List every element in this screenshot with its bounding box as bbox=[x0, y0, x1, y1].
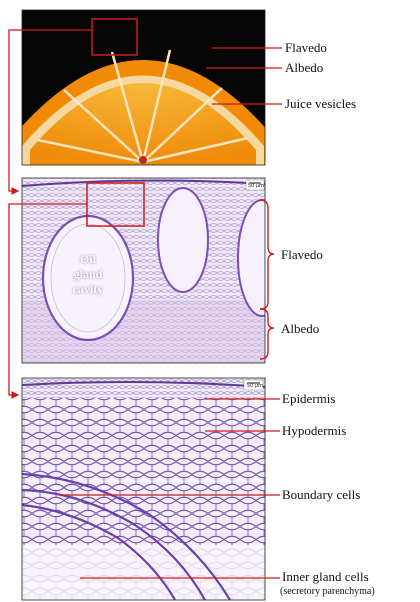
label-boundary-cells: Boundary cells bbox=[282, 488, 360, 501]
orange-photo bbox=[10, 10, 276, 170]
cavity-word-1: Oil bbox=[62, 252, 114, 267]
oil-gland-cavity-label: Oil gland cavity bbox=[62, 252, 114, 297]
oil-gland-cavity-3 bbox=[238, 200, 286, 316]
label-section-flavedo: Flavedo bbox=[281, 248, 323, 261]
cavity-word-3: cavity bbox=[62, 282, 114, 297]
label-juice-vesicles: Juice vesicles bbox=[285, 97, 356, 110]
label-hypodermis: Hypodermis bbox=[282, 424, 346, 437]
detail-scale-label: 50 µm bbox=[247, 384, 263, 389]
detail-micrograph bbox=[22, 378, 265, 600]
label-flavedo: Flavedo bbox=[285, 41, 327, 54]
label-albedo: Albedo bbox=[285, 61, 323, 74]
cavity-word-2: gland bbox=[62, 267, 114, 282]
oil-gland-cavity-2 bbox=[158, 188, 208, 292]
section-scale-label: 50 µm bbox=[248, 184, 264, 189]
label-inner-gland-cells: Inner gland cells bbox=[282, 570, 369, 583]
label-epidermis: Epidermis bbox=[282, 392, 335, 405]
label-section-albedo: Albedo bbox=[281, 322, 319, 335]
label-secretory-parenchyma: (secretory parenchyma) bbox=[280, 587, 375, 597]
